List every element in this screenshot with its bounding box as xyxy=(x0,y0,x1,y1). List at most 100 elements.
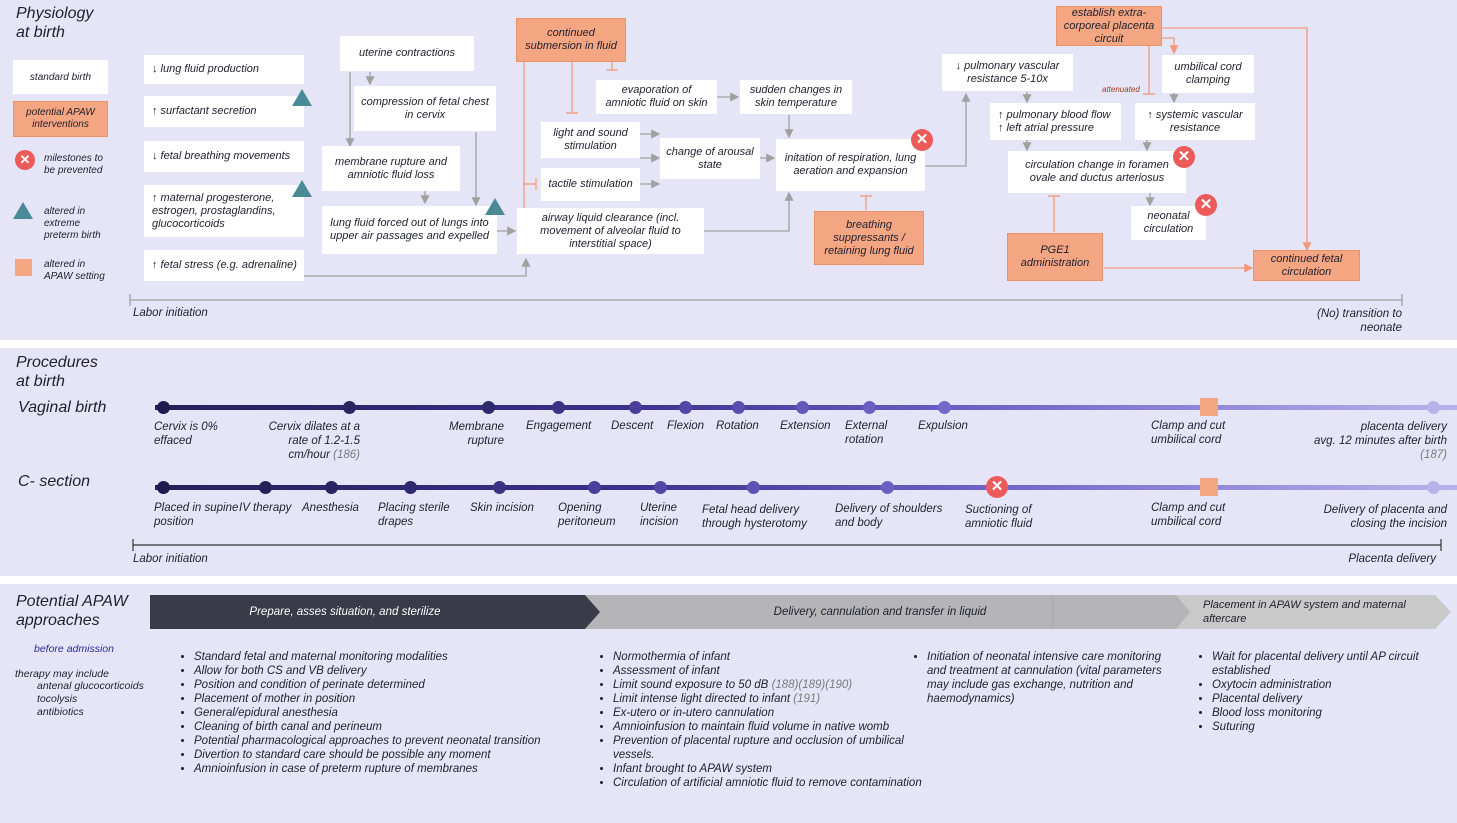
box-breathing-suppressants[interactable]: breathing suppressants / retaining lung … xyxy=(814,211,924,265)
vaginal-step-label: Membrane rupture xyxy=(449,421,504,447)
box-continued-submersion[interactable]: continued submersion in fluid xyxy=(516,18,626,62)
apaw-list-delivery: Normothermia of infant Assessment of inf… xyxy=(591,650,923,790)
vaginal-step-label: Engagement xyxy=(526,420,592,432)
box-fetal-breathing: ↓ fetal breathing movements xyxy=(144,141,304,172)
procedures-axis-start: Labor initiation xyxy=(133,553,208,565)
box-lung-fluid-forced: lung fluid forced out of lungs into uppe… xyxy=(322,206,497,254)
vaginal-step-dot xyxy=(482,401,495,414)
csection-step-label: Skin incision xyxy=(470,502,534,514)
extreme-preterm-triangle-icon xyxy=(485,198,505,215)
csection-apaw-square-icon xyxy=(1200,478,1218,496)
list-item: Limit intense light directed to infant (… xyxy=(613,692,923,706)
list-item: Limit sound exposure to 50 dB (188)(189)… xyxy=(613,678,923,692)
box-circulation-change: circulation change in foramen ovale and … xyxy=(1008,151,1186,193)
vaginal-step-label: Rotation xyxy=(716,420,759,432)
apaw-list-nicu: Initiation of neonatal intensive care mo… xyxy=(905,650,1172,706)
csection-step-label: Opening peritoneum xyxy=(558,502,616,528)
csection-step-dot xyxy=(588,481,601,494)
box-membrane-rupture: membrane rupture and amniotic fluid loss xyxy=(322,146,460,191)
extreme-preterm-triangle-icon xyxy=(292,89,312,106)
vaginal-step-label: Clamp and cut umbilical cord xyxy=(1151,420,1226,446)
milestone-x-icon: ✕ xyxy=(1195,194,1217,216)
box-evaporation: evaporation of amniotic fluid on skin xyxy=(596,80,717,114)
csection-step-label: Uterine incision xyxy=(640,502,679,528)
list-item: Amnioinfusion in case of preterm rupture… xyxy=(194,762,604,776)
csection-step-dot xyxy=(654,481,667,494)
list-item: Placement of mother in position xyxy=(194,692,604,706)
csection-title: C- section xyxy=(18,473,91,490)
vaginal-step-dot xyxy=(938,401,951,414)
box-systemic-vascular-resistance: ↑ systemic vascular resistance xyxy=(1135,103,1255,140)
list-item: Blood loss monitoring xyxy=(1212,706,1457,720)
list-item: Standard fetal and maternal monitoring m… xyxy=(194,650,604,664)
procedures-panel xyxy=(0,348,1457,576)
list-item: Ex-utero or in-utero cannulation xyxy=(613,706,923,720)
list-item: Allow for both CS and VB delivery xyxy=(194,664,604,678)
list-item: Position and condition of perinate deter… xyxy=(194,678,604,692)
csection-step-dot xyxy=(493,481,506,494)
phase-placement: Placement in APAW system and maternal af… xyxy=(1203,599,1406,625)
procedures-axis-end: Placenta delivery xyxy=(1348,553,1436,565)
box-establish-ecpc[interactable]: establish extra-corporeal placenta circu… xyxy=(1056,6,1162,46)
list-item: Prevention of placental rupture and occl… xyxy=(613,734,923,762)
box-fetal-stress: ↑ fetal stress (e.g. adrenaline) xyxy=(144,250,304,281)
csection-step-label: Delivery of placenta and closing the inc… xyxy=(1323,504,1447,530)
box-continued-fetal-circulation[interactable]: continued fetal circulation xyxy=(1253,250,1360,281)
vaginal-apaw-square-icon xyxy=(1200,398,1218,416)
physiology-axis-start: Labor initiation xyxy=(133,307,208,319)
vaginal-step-label: Cervix is 0% effaced xyxy=(154,421,218,447)
physiology-axis-end: (No) transition to neonate xyxy=(1316,308,1402,334)
box-sudden-skin-temp: sudden changes in skin temperature xyxy=(740,80,852,114)
legend-standard-birth: standard birth xyxy=(13,60,108,94)
list-item: Suturing xyxy=(1212,720,1457,734)
apaw-list-aftercare: Wait for placental delivery until AP cir… xyxy=(1190,650,1457,734)
vaginal-step-dot xyxy=(679,401,692,414)
physiology-title: Physiology at birth xyxy=(16,5,94,41)
list-item: Assessment of infant xyxy=(613,664,923,678)
csection-step-dot xyxy=(259,481,272,494)
vaginal-step-label: External rotation xyxy=(845,420,888,446)
list-item: Amnioinfusion to maintain fluid volume i… xyxy=(613,720,923,734)
csection-step-dot xyxy=(747,481,760,494)
physiology-arrows xyxy=(129,27,1403,306)
vaginal-step-label: Extension xyxy=(780,420,831,432)
list-item: Infant brought to APAW system xyxy=(613,762,923,776)
list-item: General/epidural anesthesia xyxy=(194,706,604,720)
legend-milestone-x-icon: ✕ xyxy=(15,150,35,170)
box-pulmonary-blood-flow: ↑ pulmonary blood flow ↑ left atrial pre… xyxy=(990,103,1121,140)
phase-delivery: Delivery, cannulation and transfer in li… xyxy=(773,606,987,618)
legend-milestones-text: milestones to be prevented xyxy=(44,153,103,176)
milestone-x-icon: ✕ xyxy=(1173,146,1195,168)
phase-prepare: Prepare, asses situation, and sterilize xyxy=(249,606,441,618)
list-item: Cleaning of birth canal and perineum xyxy=(194,720,604,734)
vaginal-step-dot xyxy=(629,401,642,414)
box-neonatal-circulation: neonatal circulation xyxy=(1131,206,1206,240)
list-item: Potential pharmacological approaches to … xyxy=(194,734,604,748)
list-item: Placental delivery xyxy=(1212,692,1457,706)
box-tactile: tactile stimulation xyxy=(541,168,640,201)
csection-step-label: Delivery of shoulders and body xyxy=(835,503,943,529)
box-light-sound: light and sound stimulation xyxy=(541,122,640,158)
legend-apaw-interventions: potential APAW interventions xyxy=(13,101,108,137)
box-pulmonary-vascular-resistance: ↓ pulmonary vascular resistance 5-10x xyxy=(942,54,1073,91)
vaginal-step-dot xyxy=(1427,401,1440,414)
csection-step-label: Fetal head delivery through hysterotomy xyxy=(702,504,807,530)
milestone-x-icon: ✕ xyxy=(986,476,1008,498)
therapy-intro: therapy may include xyxy=(15,668,109,680)
list-item: Divertion to standard care should be pos… xyxy=(194,748,604,762)
csection-step-dot xyxy=(1427,481,1440,494)
vaginal-step-dot xyxy=(552,401,565,414)
legend-apaw-setting-text: altered in APAW setting xyxy=(44,259,105,282)
csection-step-label: Suctioning of amniotic fluid xyxy=(965,504,1033,530)
csection-step-label: Clamp and cut umbilical cord xyxy=(1151,502,1226,528)
therapy-list: antenal glucocorticoids tocolysis antibi… xyxy=(37,680,144,718)
box-airway-clearance: airway liquid clearance (incl. movement … xyxy=(517,208,704,254)
vaginal-step-dot xyxy=(732,401,745,414)
csection-step-dot xyxy=(404,481,417,494)
list-item: Oxytocin administration xyxy=(1212,678,1457,692)
list-item: Normothermia of infant xyxy=(613,650,923,664)
csection-step-dot xyxy=(325,481,338,494)
csection-step-label: Placing sterile drapes xyxy=(378,502,450,528)
box-pge1-administration[interactable]: PGE1 administration xyxy=(1007,233,1103,281)
before-admission-label: before admission xyxy=(34,643,114,655)
